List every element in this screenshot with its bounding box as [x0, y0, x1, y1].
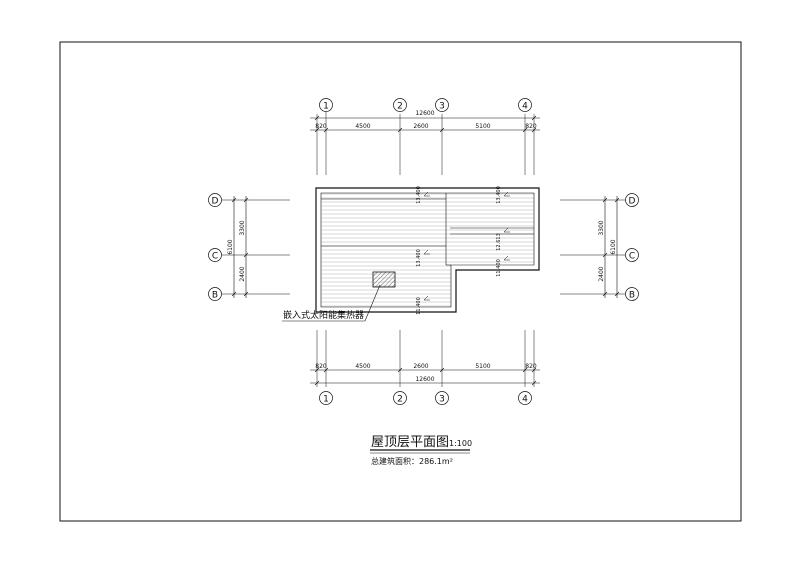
top-axis-label-3: 3	[439, 102, 445, 112]
bottom-dimensions	[310, 330, 540, 387]
bottom-dim-seg-3: 2600	[413, 363, 428, 370]
roof-internal-lines	[321, 193, 534, 266]
bottom-dim-seg-4: 5100	[475, 363, 490, 370]
total-area: 总建筑面积：286.1m²	[371, 456, 453, 466]
elevation-6: 11.400	[496, 259, 502, 277]
left-axis-label-c: C	[212, 252, 218, 262]
right-dim-seg-1: 3300	[598, 220, 605, 235]
roof-outline	[315, 187, 540, 313]
elevation-4: 11.400	[416, 297, 422, 315]
drawing-scale: 1:100	[449, 439, 472, 448]
top-dimensions	[310, 114, 540, 175]
bottom-axis-label-3: 3	[439, 395, 445, 405]
left-dim-seg-1: 3300	[239, 220, 246, 235]
top-dim-seg-5: 820	[525, 123, 537, 130]
left-axis-label-b: B	[212, 291, 218, 301]
bottom-axis-label-2: 2	[397, 395, 403, 405]
right-axis-bubbles	[625, 193, 639, 301]
top-axis-label-4: 4	[522, 102, 528, 112]
top-dim-seg-3: 2600	[413, 123, 428, 130]
top-axis-label-2: 2	[397, 102, 403, 112]
top-axis-bubbles	[319, 98, 532, 114]
elevation-3: 13.400	[416, 249, 422, 267]
sheet-frame	[59, 41, 742, 522]
top-axis-label-1: 1	[323, 102, 329, 112]
top-dim-seg-1: 820	[315, 123, 327, 130]
bottom-axis-label-4: 4	[522, 395, 528, 405]
solar-collector-icon	[372, 271, 396, 288]
left-axis-bubbles	[208, 193, 222, 301]
top-dim-seg-2: 4500	[355, 123, 370, 130]
elevation-2: 13.400	[496, 186, 502, 204]
right-overall-dim: 6100	[610, 239, 617, 254]
left-dim-seg-2: 2400	[239, 266, 246, 281]
left-axis-label-d: D	[212, 197, 219, 207]
top-dim-seg-4: 5100	[475, 123, 490, 130]
right-axis-label-b: B	[629, 291, 635, 301]
bottom-axis-label-1: 1	[323, 395, 329, 405]
bottom-axis-bubbles	[319, 391, 532, 405]
right-axis-label-c: C	[629, 252, 635, 262]
right-dimensions	[560, 196, 625, 298]
top-overall-dim: 12600	[415, 110, 434, 117]
bottom-dim-seg-1: 820	[315, 363, 327, 370]
elevation-5: 12.613	[496, 233, 502, 251]
bottom-dim-seg-5: 820	[525, 363, 537, 370]
right-dim-seg-2: 2400	[598, 266, 605, 281]
drawing-title: 屋顶层平面图	[371, 435, 449, 450]
bottom-overall-dim: 12600	[415, 376, 434, 383]
left-overall-dim: 6100	[227, 239, 234, 254]
bottom-dim-seg-2: 4500	[355, 363, 370, 370]
annotation-leader	[282, 284, 381, 322]
elevation-1: 13.400	[416, 186, 422, 204]
solar-collector-note: 嵌入式太阳能集热器	[283, 309, 364, 321]
right-axis-label-d: D	[629, 197, 636, 207]
elevation-markers	[423, 191, 510, 301]
left-dimensions	[222, 196, 290, 298]
